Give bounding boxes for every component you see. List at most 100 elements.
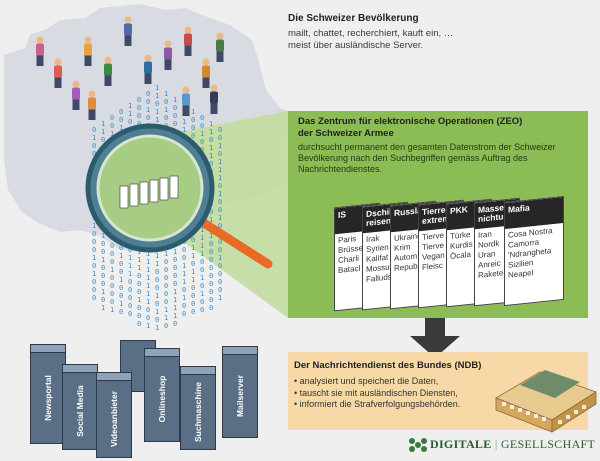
svg-text:0: 0 xyxy=(209,264,213,272)
svg-text:0: 0 xyxy=(128,294,132,302)
svg-text:0: 0 xyxy=(137,272,141,280)
svg-text:0: 0 xyxy=(218,270,222,278)
svg-text:0: 0 xyxy=(191,292,195,300)
svg-text:0: 0 xyxy=(155,268,159,276)
svg-text:1: 1 xyxy=(146,106,150,114)
population-line2: meist über ausländische Server. xyxy=(288,40,424,51)
svg-text:0: 0 xyxy=(200,306,204,314)
svg-text:0: 0 xyxy=(164,282,168,290)
svg-text:1: 1 xyxy=(92,134,96,142)
svg-text:0: 0 xyxy=(191,132,195,140)
svg-text:1: 1 xyxy=(164,314,168,322)
svg-text:0: 0 xyxy=(110,250,114,258)
svg-text:0: 0 xyxy=(218,206,222,214)
svg-text:0: 0 xyxy=(92,262,96,270)
svg-text:0: 0 xyxy=(146,314,150,322)
server-icon: Suchmaschine xyxy=(180,374,216,450)
svg-text:1: 1 xyxy=(137,256,141,264)
population-line1: mailt, chattet, recherchiert, kauft ein,… xyxy=(288,28,454,39)
svg-text:0: 0 xyxy=(146,306,150,314)
svg-text:0: 0 xyxy=(191,308,195,316)
svg-text:0: 0 xyxy=(218,150,222,158)
svg-text:0: 0 xyxy=(137,104,141,112)
svg-text:1: 1 xyxy=(218,174,222,182)
svg-text:1: 1 xyxy=(146,298,150,306)
svg-text:0: 0 xyxy=(128,310,132,318)
svg-text:0: 0 xyxy=(155,276,159,284)
svg-text:0: 0 xyxy=(119,116,123,124)
svg-text:0: 0 xyxy=(146,98,150,106)
svg-text:0: 0 xyxy=(155,300,159,308)
svg-text:1: 1 xyxy=(155,260,159,268)
svg-text:0: 0 xyxy=(200,282,204,290)
ndb-list: • analysiert und speichert die Daten, • … xyxy=(294,376,460,411)
server-icon: Mailserver xyxy=(222,354,258,438)
logo-left: DIGITALE xyxy=(430,437,492,451)
svg-text:1: 1 xyxy=(191,252,195,260)
svg-text:0: 0 xyxy=(164,290,168,298)
svg-text:1: 1 xyxy=(200,290,204,298)
svg-text:0: 0 xyxy=(209,208,213,216)
svg-text:1: 1 xyxy=(137,248,141,256)
svg-text:1: 1 xyxy=(209,232,213,240)
svg-text:1: 1 xyxy=(92,270,96,278)
svg-text:0: 0 xyxy=(209,160,213,168)
svg-text:0: 0 xyxy=(164,258,168,266)
server-icon: Social Media xyxy=(62,372,98,450)
svg-text:0: 0 xyxy=(119,268,123,276)
svg-text:1: 1 xyxy=(155,308,159,316)
svg-text:0: 0 xyxy=(191,300,195,308)
svg-text:0: 0 xyxy=(209,136,213,144)
svg-text:0: 0 xyxy=(101,280,105,288)
svg-text:0: 0 xyxy=(209,256,213,264)
svg-text:1: 1 xyxy=(119,252,123,260)
svg-text:0: 0 xyxy=(191,124,195,132)
svg-text:0: 0 xyxy=(92,142,96,150)
svg-text:0: 0 xyxy=(110,122,114,130)
svg-text:0: 0 xyxy=(200,138,204,146)
server-icon: Onlineshop xyxy=(144,356,180,442)
svg-text:1: 1 xyxy=(191,244,195,252)
svg-text:0: 0 xyxy=(137,320,141,328)
svg-text:0: 0 xyxy=(110,242,114,250)
svg-text:1: 1 xyxy=(173,312,177,320)
svg-text:1: 1 xyxy=(155,84,159,92)
svg-text:0: 0 xyxy=(101,240,105,248)
svg-text:0: 0 xyxy=(92,238,96,246)
svg-text:1: 1 xyxy=(146,322,150,330)
server-icon: Videoanbieter xyxy=(96,380,132,458)
zeo-desc-line1: durchsucht permanent den gesamten Datens… xyxy=(298,142,556,152)
svg-text:0: 0 xyxy=(110,290,114,298)
svg-text:1: 1 xyxy=(209,144,213,152)
svg-text:0: 0 xyxy=(155,284,159,292)
svg-text:1: 1 xyxy=(173,248,177,256)
svg-text:1: 1 xyxy=(101,128,105,136)
svg-text:0: 0 xyxy=(200,258,204,266)
svg-text:1: 1 xyxy=(164,106,168,114)
svg-text:0: 0 xyxy=(200,122,204,130)
svg-text:0: 0 xyxy=(110,114,114,122)
svg-text:0: 0 xyxy=(218,238,222,246)
zeo-title-line1: Das Zentrum für elektronische Operatione… xyxy=(298,116,523,127)
svg-text:0: 0 xyxy=(200,266,204,274)
svg-text:0: 0 xyxy=(110,274,114,282)
svg-text:1: 1 xyxy=(101,232,105,240)
svg-text:1: 1 xyxy=(173,296,177,304)
zeo-title-line2: der Schweizer Armee xyxy=(298,128,394,139)
svg-text:0: 0 xyxy=(119,284,123,292)
svg-text:0: 0 xyxy=(164,114,168,122)
svg-text:1: 1 xyxy=(155,252,159,260)
svg-text:1: 1 xyxy=(218,294,222,302)
zeo-desc-line2: Bevölkerung nach den Suchbegriffen gemäs… xyxy=(298,153,528,163)
svg-text:1: 1 xyxy=(182,270,186,278)
svg-text:0: 0 xyxy=(119,244,123,252)
svg-text:1: 1 xyxy=(218,190,222,198)
svg-text:0: 0 xyxy=(155,316,159,324)
svg-text:0: 0 xyxy=(209,288,213,296)
svg-text:0: 0 xyxy=(92,230,96,238)
svg-text:0: 0 xyxy=(137,304,141,312)
svg-text:1: 1 xyxy=(101,256,105,264)
svg-text:1: 1 xyxy=(119,124,123,132)
